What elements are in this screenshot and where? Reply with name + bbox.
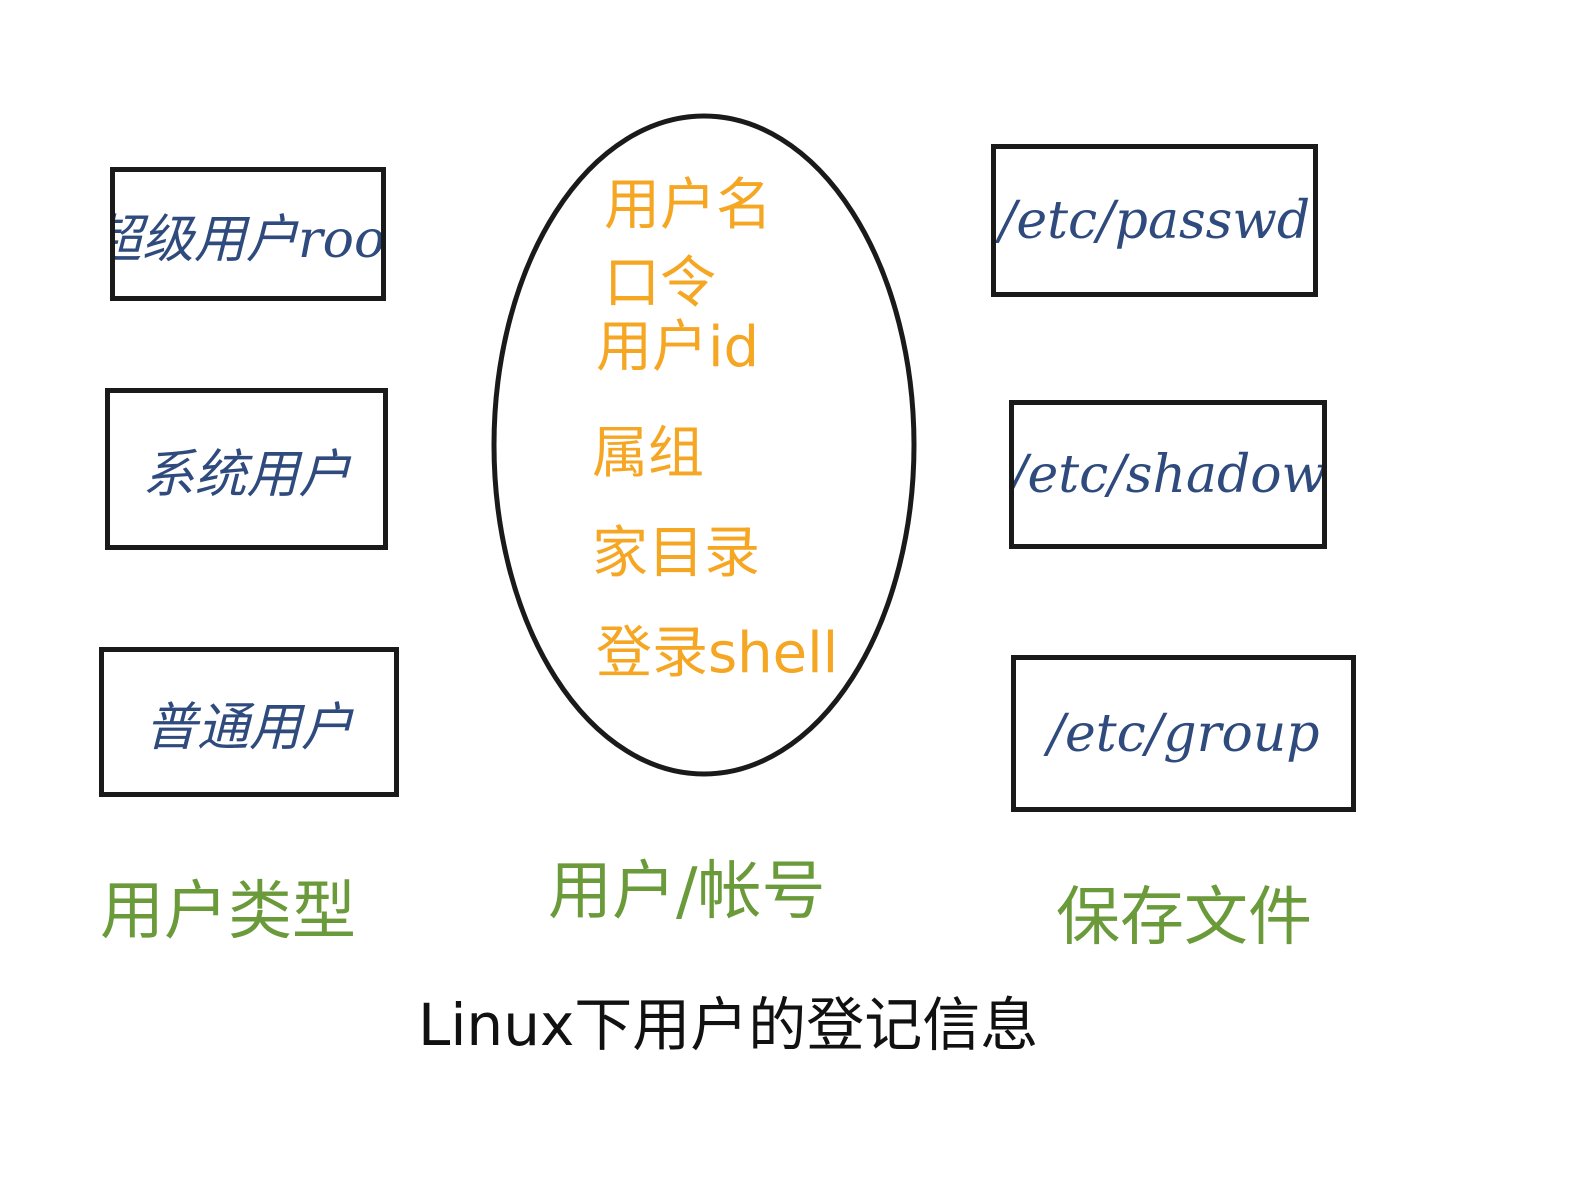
user-type-label: 普通用户 [144, 697, 353, 758]
caption-user-account: 用户/帐号 [548, 855, 826, 929]
file-box-passwd: /etc/passwd [991, 144, 1318, 297]
file-box-group: /etc/group [1011, 655, 1356, 812]
user-type-label: 系统用户 [142, 444, 351, 505]
account-field-userid: 用户id [596, 315, 760, 380]
account-field-username: 用户名 [604, 173, 772, 238]
account-field-shell: 登录shell [596, 621, 839, 686]
account-field-home: 家目录 [592, 521, 760, 586]
file-label: /etc/shadow [1009, 444, 1327, 505]
user-type-box-normal: 普通用户 [99, 647, 399, 797]
user-type-box-root: 超级用户root [110, 167, 386, 301]
account-field-password: 口令 [604, 251, 716, 316]
caption-save-files: 保存文件 [1056, 881, 1312, 955]
diagram-title: Linux下用户的登记信息 [418, 991, 1039, 1059]
file-label: /etc/group [1047, 703, 1320, 764]
account-field-group: 属组 [592, 421, 704, 486]
file-label: /etc/passwd [998, 190, 1311, 251]
caption-user-types: 用户类型 [100, 875, 356, 949]
file-box-shadow: /etc/shadow [1009, 400, 1327, 549]
user-type-label: 超级用户root [110, 209, 386, 270]
user-type-box-system: 系统用户 [105, 388, 388, 550]
